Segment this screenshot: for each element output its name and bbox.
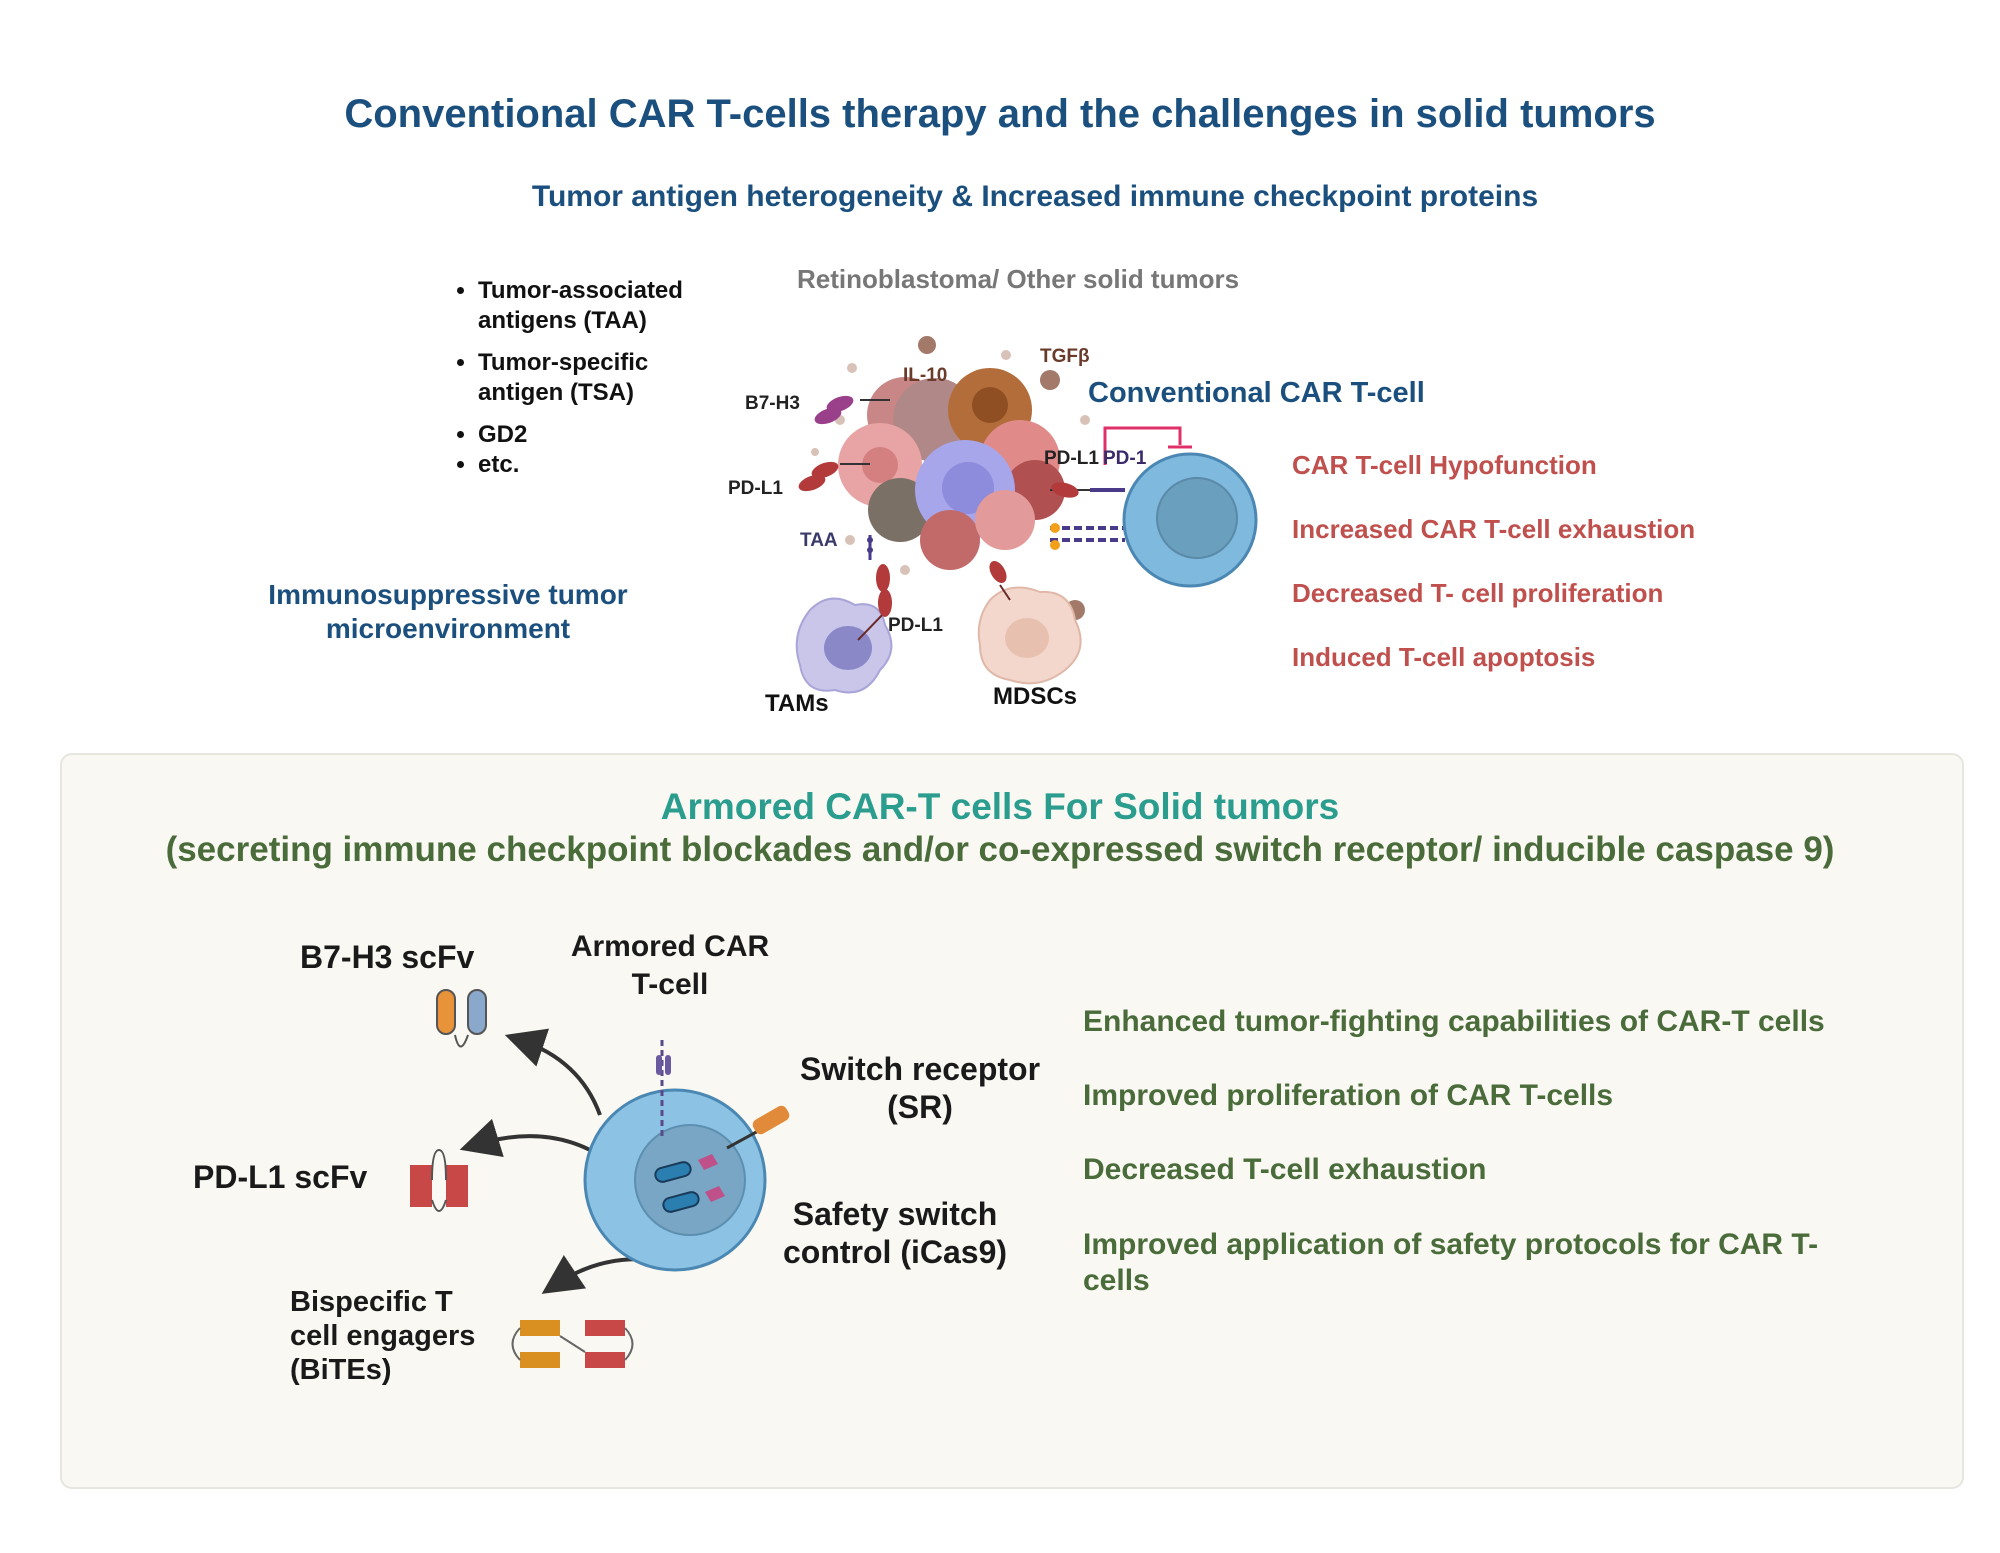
tams-label: TAMs — [765, 690, 829, 717]
b7h3-scfv-label: B7-H3 scFv — [300, 939, 475, 975]
antigen-item: Tumor-associated antigens (TAA) — [478, 276, 718, 336]
switch-receptor-label: Switch receptor (SR) — [799, 1051, 1041, 1125]
taa-receptor — [867, 535, 873, 560]
arrow-to-b7h3 — [504, 1028, 602, 1116]
b7h3-label: B7-H3 — [745, 393, 800, 414]
effect-item: Increased CAR T-cell exhaustion — [1292, 514, 1696, 544]
bites-icon — [511, 1320, 634, 1368]
benefit-item: Decreased T-cell exhaustion — [1083, 1153, 1487, 1186]
tgfb-label: TGFβ — [1040, 346, 1090, 367]
inhibition-arrow — [1103, 426, 1182, 465]
armored-illustration — [410, 989, 790, 1368]
arrow-to-pdl1 — [459, 1118, 591, 1158]
pdl1-scfv-label: PD-L1 scFv — [193, 1159, 368, 1195]
b7h3-scfv-icon — [436, 989, 487, 1048]
safety-switch-label: Safety switch control (iCas9) — [782, 1196, 1008, 1270]
antigen-list: Tumor-associated antigens (TAA) Tumor-sp… — [448, 276, 718, 480]
tam-cell — [795, 564, 893, 694]
effect-item: CAR T-cell Hypofunction — [1292, 450, 1597, 480]
mdsc-cell — [977, 561, 1082, 685]
tumor-cell-cluster — [838, 368, 1065, 570]
pdl1-receptor-left — [798, 461, 870, 492]
arrow-to-bites — [541, 1255, 651, 1294]
benefit-item: Improved application of safety protocols… — [1083, 1228, 1819, 1297]
armored-subtitle: (secreting immune checkpoint blockades a… — [165, 830, 1835, 869]
tumor-illustration — [795, 336, 1258, 694]
b7h3-receptor — [814, 395, 890, 425]
il10-label: IL-10 — [903, 365, 948, 386]
mdscs-label: MDSCs — [993, 683, 1078, 710]
armored-title: Armored CAR-T cells For Solid tumors — [660, 786, 1340, 827]
pdl1-left-label: PD-L1 — [728, 478, 783, 499]
taa-label: TAA — [800, 530, 838, 551]
benefit-item: Enhanced tumor-fighting capabilities of … — [1083, 1005, 1825, 1038]
pd1-label: PD-1 — [1103, 448, 1147, 469]
benefit-item: Improved proliferation of CAR T-cells — [1083, 1079, 1614, 1112]
pdl1-receptor-right — [1050, 482, 1090, 498]
pdl1-scfv-icon — [410, 1148, 468, 1212]
antigen-item: GD2 — [478, 420, 718, 450]
antigen-item: Tumor-specific antigen (TSA) — [478, 348, 718, 408]
main-title: Conventional CAR T-cells therapy and the… — [344, 92, 1656, 136]
tme-label: Immunosuppressive tumor microenvironment — [268, 579, 628, 644]
switch-receptor — [726, 1105, 790, 1150]
antigen-item: etc. — [478, 450, 718, 480]
armored-car-t-cell — [583, 1088, 767, 1272]
effect-item: Decreased T- cell proliferation — [1292, 578, 1664, 608]
armored-cell-label: Armored CAR T-cell — [570, 930, 770, 1001]
subtitle: Tumor antigen heterogeneity & Increased … — [531, 180, 1539, 213]
conventional-car-t-cell — [1122, 452, 1258, 588]
conventional-car-label: Conventional CAR T-cell — [1088, 377, 1425, 409]
car-binding — [1050, 488, 1125, 550]
bites-label: Bispecific T cell engagers (BiTEs) — [290, 1286, 476, 1386]
car-receptor — [656, 1040, 671, 1138]
cytokine-dots — [811, 336, 1090, 620]
armored-panel — [60, 753, 1964, 1489]
tumor-caption: Retinoblastoma/ Other solid tumors — [797, 264, 1240, 294]
pdl1-right-label: PD-L1 — [1044, 448, 1099, 469]
pdl1-tam-label: PD-L1 — [888, 615, 943, 636]
effect-item: Induced T-cell apoptosis — [1292, 642, 1596, 672]
